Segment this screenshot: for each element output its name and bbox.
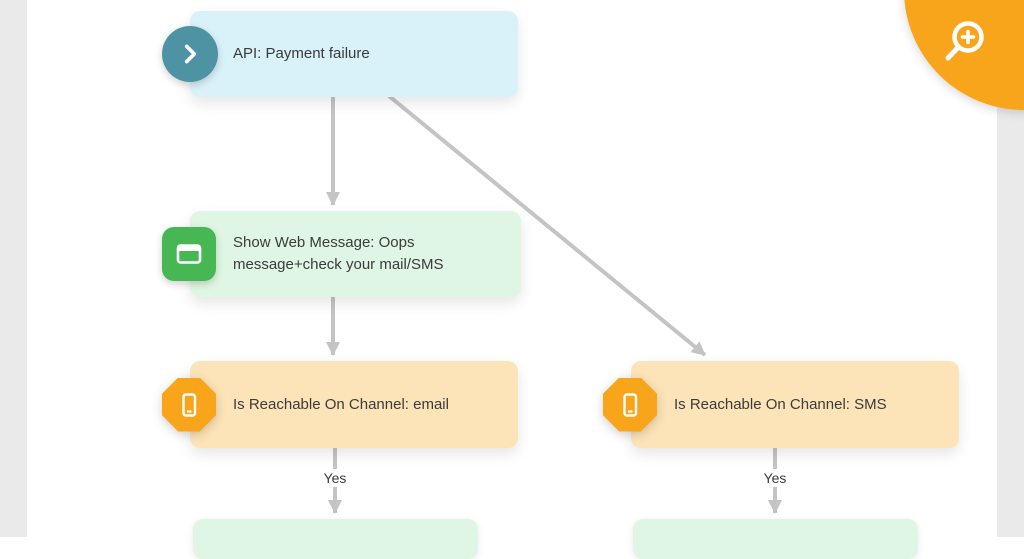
- mobile-phone-icon: [603, 377, 657, 432]
- page-gutter-left: [0, 0, 27, 537]
- node-label: Show Web Message: Oops message+check you…: [233, 234, 444, 273]
- node-is-reachable-sms[interactable]: Is Reachable On Channel: SMS: [603, 361, 959, 448]
- zoom-in-button[interactable]: [904, 0, 1024, 110]
- node-label: Is Reachable On Channel: email: [233, 395, 449, 413]
- node-partial-bottom-right[interactable]: [633, 519, 918, 559]
- chevron-right-icon: [162, 26, 218, 82]
- edge-label-yes-sms: Yes: [757, 469, 793, 487]
- zoom-in-magnifier-icon: [945, 21, 984, 61]
- node-label: API: Payment failure: [233, 45, 370, 63]
- edge-label-yes-email: Yes: [317, 469, 353, 487]
- browser-window-icon: [162, 227, 216, 281]
- node-label: Is Reachable On Channel: SMS: [674, 395, 887, 413]
- node-partial-bottom-left[interactable]: [193, 519, 478, 559]
- node-api-payment-failure[interactable]: API: Payment failure: [162, 11, 518, 97]
- node-show-web-message[interactable]: Show Web Message: Oops message+check you…: [162, 211, 521, 297]
- mobile-phone-icon: [162, 377, 216, 432]
- node-is-reachable-email[interactable]: Is Reachable On Channel: email: [162, 361, 518, 448]
